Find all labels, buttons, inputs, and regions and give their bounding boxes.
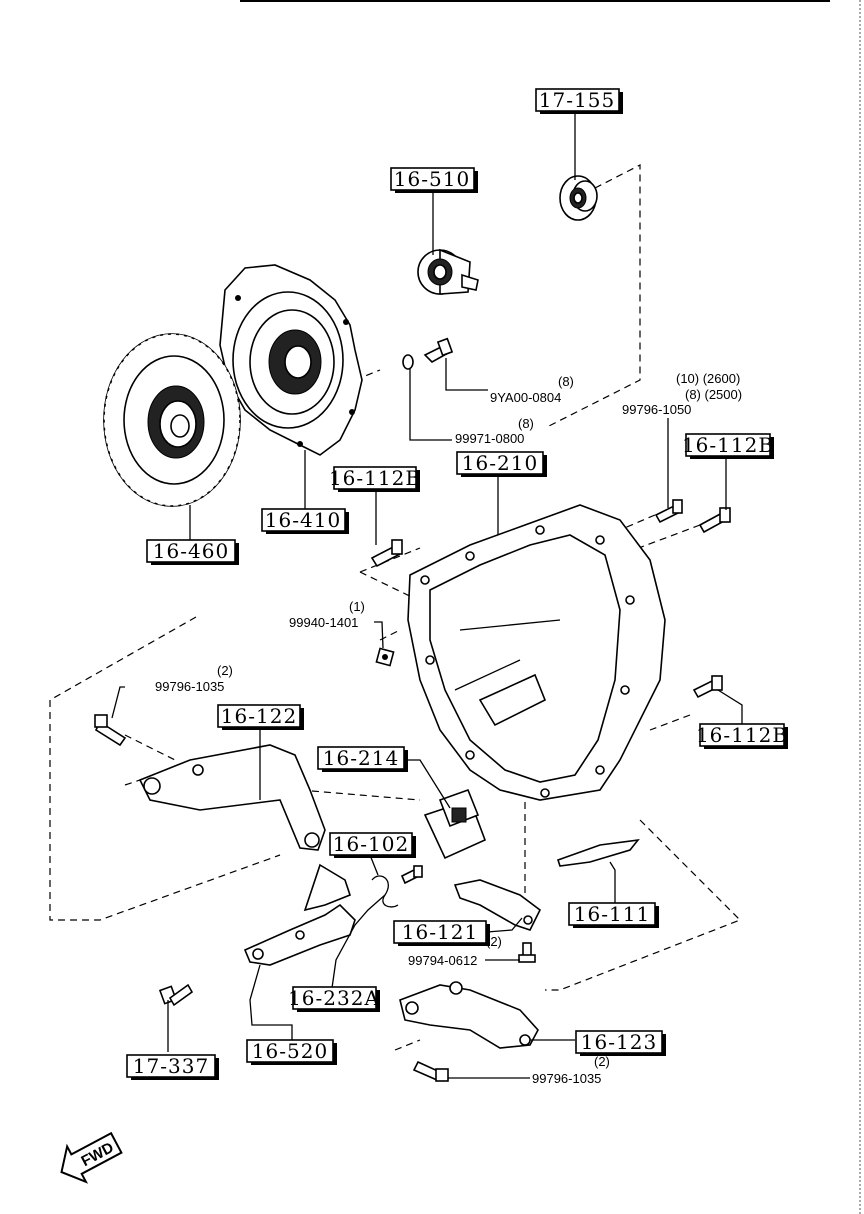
pn-9ya00[interactable]: 9YA00-0804: [490, 390, 561, 405]
pn-99794-qty: (2): [486, 934, 502, 949]
bolt-icon-e: [94, 714, 127, 747]
callout-16-232a[interactable]: 16-232A: [288, 986, 380, 1012]
bolt-icon-d: [692, 675, 723, 699]
dowel-pin-icon: [402, 354, 414, 370]
pilot-bearing-icon: [559, 175, 598, 221]
bracket-16-123-icon: [399, 981, 539, 1049]
pn-99940[interactable]: 99940-1401: [289, 615, 358, 630]
pn-99971-qty: (8): [518, 416, 534, 431]
pn-99794[interactable]: 99794-0612: [408, 953, 477, 968]
nut-icon: [375, 647, 395, 667]
callout-16-232a-label: 16-232A: [288, 986, 380, 1010]
callout-16-112b-b-label: 16-112B: [682, 433, 774, 457]
bolt-99796-1035b-icon: [412, 1060, 449, 1082]
callout-16-510[interactable]: 16-510: [390, 167, 478, 193]
callout-16-410-label: 16-410: [265, 508, 341, 532]
callout-17-155-label: 17-155: [539, 88, 615, 112]
clutch-disc-icon: [103, 333, 241, 507]
boot-icon: [423, 788, 487, 860]
callout-17-337-label: 17-337: [133, 1054, 209, 1078]
callout-16-112b-b[interactable]: 16-112B: [682, 433, 774, 459]
release-fork-icon: [243, 863, 356, 966]
callout-17-337[interactable]: 17-337: [126, 1054, 219, 1080]
pn-99796-1050[interactable]: 99796-1050: [622, 402, 691, 417]
callout-16-111-label: 16-111: [574, 902, 650, 926]
callout-16-520[interactable]: 16-520: [246, 1039, 337, 1065]
clutch-housing-icon: [407, 504, 666, 801]
callout-16-121[interactable]: 16-121: [393, 920, 490, 946]
callout-16-112b-c-label: 16-112B: [696, 723, 788, 747]
bolt-icon-a: [370, 539, 403, 568]
callout-16-121-label: 16-121: [402, 920, 478, 944]
callout-16-112b-c[interactable]: 16-112B: [696, 723, 788, 749]
callout-16-123-label: 16-123: [581, 1030, 657, 1054]
callout-16-210[interactable]: 16-210: [456, 451, 547, 477]
bolt-icon-b: [654, 499, 683, 524]
bracket-16-122-icon: [138, 744, 326, 851]
callout-16-510-label: 16-510: [394, 167, 470, 191]
pn-99796-1035a-qty: (2): [217, 663, 233, 678]
leader-lines: [111, 112, 743, 1079]
callout-16-122-label: 16-122: [221, 704, 297, 728]
bolt-17-337-icon: [158, 983, 194, 1007]
callout-16-460-label: 16-460: [153, 539, 229, 563]
pn-99940-qty: (1): [349, 599, 365, 614]
callout-16-112b-a-label: 16-112B: [329, 466, 421, 490]
callout-16-214[interactable]: 16-214: [317, 746, 408, 772]
bolt-9ya00-icon: [423, 337, 454, 363]
pn-99796-1035b-qty: (2): [594, 1054, 610, 1069]
callout-16-210-label: 16-210: [462, 451, 538, 475]
callout-16-410[interactable]: 16-410: [261, 508, 349, 534]
pn-99971[interactable]: 99971-0800: [455, 431, 524, 446]
pn-9ya00-qty: (8): [558, 374, 574, 389]
callout-16-123[interactable]: 16-123: [575, 1030, 666, 1056]
pn-99796-1050-qty1: (10) (2600): [676, 371, 740, 386]
callout-16-214-label: 16-214: [323, 746, 399, 770]
dust-cover-icon: [556, 838, 640, 867]
part-numbers: (8) 9YA00-0804 (8) 99971-0800 (10) (2600…: [155, 371, 742, 1086]
bolt-icon-c: [698, 507, 731, 534]
callout-17-155[interactable]: 17-155: [535, 88, 623, 114]
callout-16-460[interactable]: 16-460: [146, 539, 239, 565]
pn-99796-1035a[interactable]: 99796-1035: [155, 679, 224, 694]
pn-99796-1035b[interactable]: 99796-1035: [532, 1071, 601, 1086]
release-bearing-icon: [417, 248, 479, 295]
callout-16-122[interactable]: 16-122: [217, 704, 304, 730]
spring-clip-icon: [371, 865, 423, 908]
bracket-16-121-icon: [453, 879, 542, 931]
callout-16-102-label: 16-102: [333, 832, 409, 856]
callout-16-520-label: 16-520: [252, 1039, 328, 1063]
pressure-plate-icon: [219, 264, 363, 456]
fwd-arrow-icon: FWD: [60, 1131, 123, 1184]
callout-16-111[interactable]: 16-111: [568, 902, 659, 928]
callout-16-102[interactable]: 16-102: [329, 832, 416, 858]
bolt-99794-icon: [518, 942, 536, 963]
pn-99796-1050-qty2: (8) (2500): [685, 387, 742, 402]
callout-16-112b-a[interactable]: 16-112B: [329, 466, 421, 492]
